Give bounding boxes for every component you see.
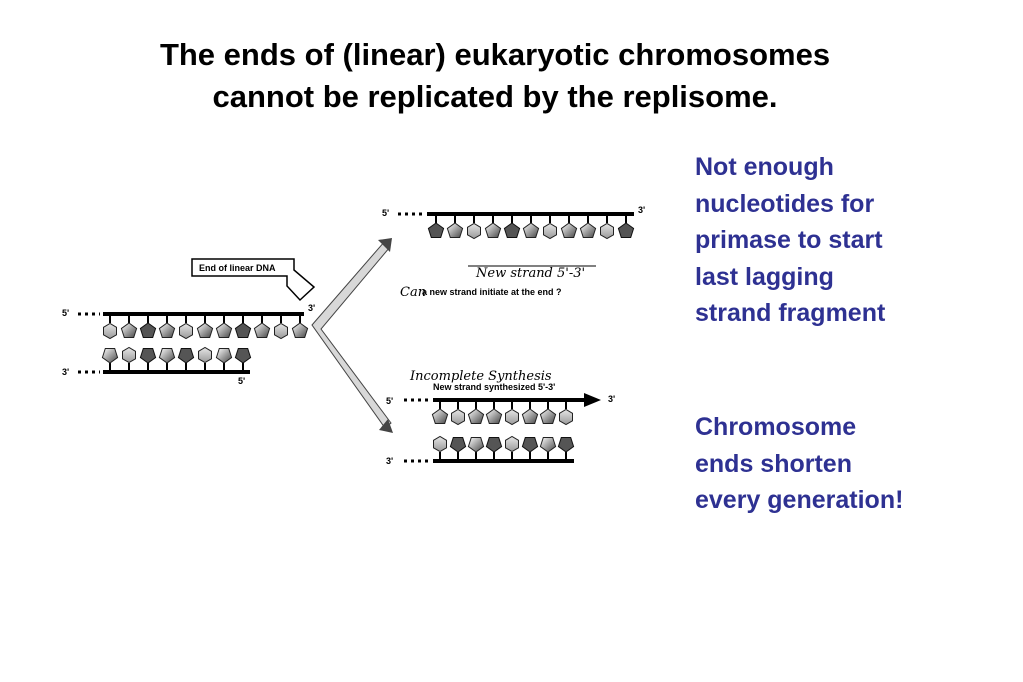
nucleotide-base: [543, 222, 557, 240]
nucleotide-base: [617, 222, 635, 238]
nucleotide-base: [433, 435, 447, 453]
br-bottom-bases: [433, 435, 575, 461]
nucleotide-base: [427, 222, 445, 238]
shorten-note-line: ends shorten: [695, 449, 852, 478]
top-right-panel: 5' 3' New strand 5'-3' Can a new strand …: [382, 205, 645, 300]
title-line-2: cannot be replicated by the replisome.: [212, 79, 778, 114]
primase-note: Not enough nucleotides for primase to st…: [695, 149, 995, 332]
nucleotide-base: [449, 437, 467, 453]
shorten-note: Chromosome ends shorten every generation…: [695, 409, 995, 519]
nucleotide-base: [196, 322, 214, 338]
nucleotide-base: [539, 437, 557, 453]
nucleotide-base: [158, 348, 176, 364]
nucleotide-base: [120, 322, 138, 338]
nucleotide-base: [484, 222, 502, 238]
tr-handwritten-can: Can: [400, 285, 426, 300]
nucleotide-base: [446, 222, 464, 238]
end-of-dna-callout: End of linear DNA: [191, 258, 316, 302]
nucleotide-base: [467, 437, 485, 453]
left-top-3-label: 3': [308, 303, 315, 313]
primase-note-line: last lagging: [695, 262, 834, 291]
nucleotide-base: [579, 222, 597, 238]
nucleotide-base: [451, 408, 465, 426]
tr-3-label: 3': [638, 205, 645, 215]
nucleotide-base: [505, 408, 519, 426]
br-3-bottom-label: 3': [386, 456, 393, 466]
nucleotide-base: [431, 408, 449, 424]
nucleotide-base: [557, 437, 575, 453]
left-top-5-label: 5': [62, 308, 69, 318]
nucleotide-base: [485, 437, 503, 453]
left-bottom-5-label: 5': [238, 376, 245, 386]
br-caption: New strand synthesized 5'-3': [433, 382, 555, 392]
left-bottom-bases: [101, 346, 252, 372]
slide-title: The ends of (linear) eukaryotic chromoso…: [60, 34, 930, 118]
shorten-note-line: every generation!: [695, 486, 904, 514]
nucleotide-base: [215, 348, 233, 364]
left-top-bases: [103, 314, 309, 340]
nucleotide-base: [559, 408, 573, 426]
nucleotide-base: [234, 348, 252, 364]
tr-question: a new strand initiate at the end ?: [422, 287, 562, 297]
nucleotide-base: [215, 322, 233, 338]
nucleotide-base: [467, 222, 481, 240]
nucleotide-base: [503, 222, 521, 238]
tr-bases: [427, 214, 635, 240]
nucleotide-base: [122, 346, 136, 364]
primase-note-line: nucleotides for: [695, 189, 875, 218]
primase-note-line: Not enough: [695, 153, 834, 181]
br-3-arrow-label: 3': [608, 394, 615, 404]
nucleotide-base: [274, 322, 288, 340]
title-line-1: The ends of (linear) eukaryotic chromoso…: [159, 37, 831, 72]
nucleotide-base: [158, 322, 176, 338]
callout-label: End of linear DNA: [199, 263, 276, 273]
nucleotide-base: [139, 348, 157, 364]
br-top-bases: [431, 400, 573, 426]
nucleotide-base: [539, 408, 557, 424]
primase-note-line: primase to start: [695, 226, 883, 254]
left-dna-duplex: 5' 3' 3' 5': [62, 303, 315, 386]
nucleotide-base: [560, 222, 578, 238]
nucleotide-base: [234, 322, 252, 338]
nucleotide-base: [291, 322, 309, 338]
nucleotide-base: [600, 222, 614, 240]
nucleotide-base: [103, 322, 117, 340]
tr-handwritten-strand: New strand 5'-3': [475, 266, 585, 281]
nucleotide-base: [179, 322, 193, 340]
primase-note-line: strand fragment: [695, 299, 886, 327]
branch-arrows: [311, 238, 393, 433]
br-5-label: 5': [386, 396, 393, 406]
br-handwritten: Incomplete Synthesis: [409, 369, 552, 384]
nucleotide-base: [101, 348, 119, 364]
nucleotide-base: [505, 435, 519, 453]
tr-5-label: 5': [382, 208, 389, 218]
left-bottom-3-label: 3': [62, 367, 69, 377]
shorten-note-line: Chromosome: [695, 413, 857, 441]
nucleotide-base: [177, 348, 195, 364]
nucleotide-base: [253, 322, 271, 338]
nucleotide-base: [485, 408, 503, 424]
nucleotide-base: [521, 437, 539, 453]
nucleotide-base: [521, 408, 539, 424]
nucleotide-base: [198, 346, 212, 364]
nucleotide-base: [467, 408, 485, 424]
nucleotide-base: [139, 322, 157, 338]
nucleotide-base: [522, 222, 540, 238]
bottom-right-panel: Incomplete Synthesis New strand synthesi…: [386, 369, 615, 466]
